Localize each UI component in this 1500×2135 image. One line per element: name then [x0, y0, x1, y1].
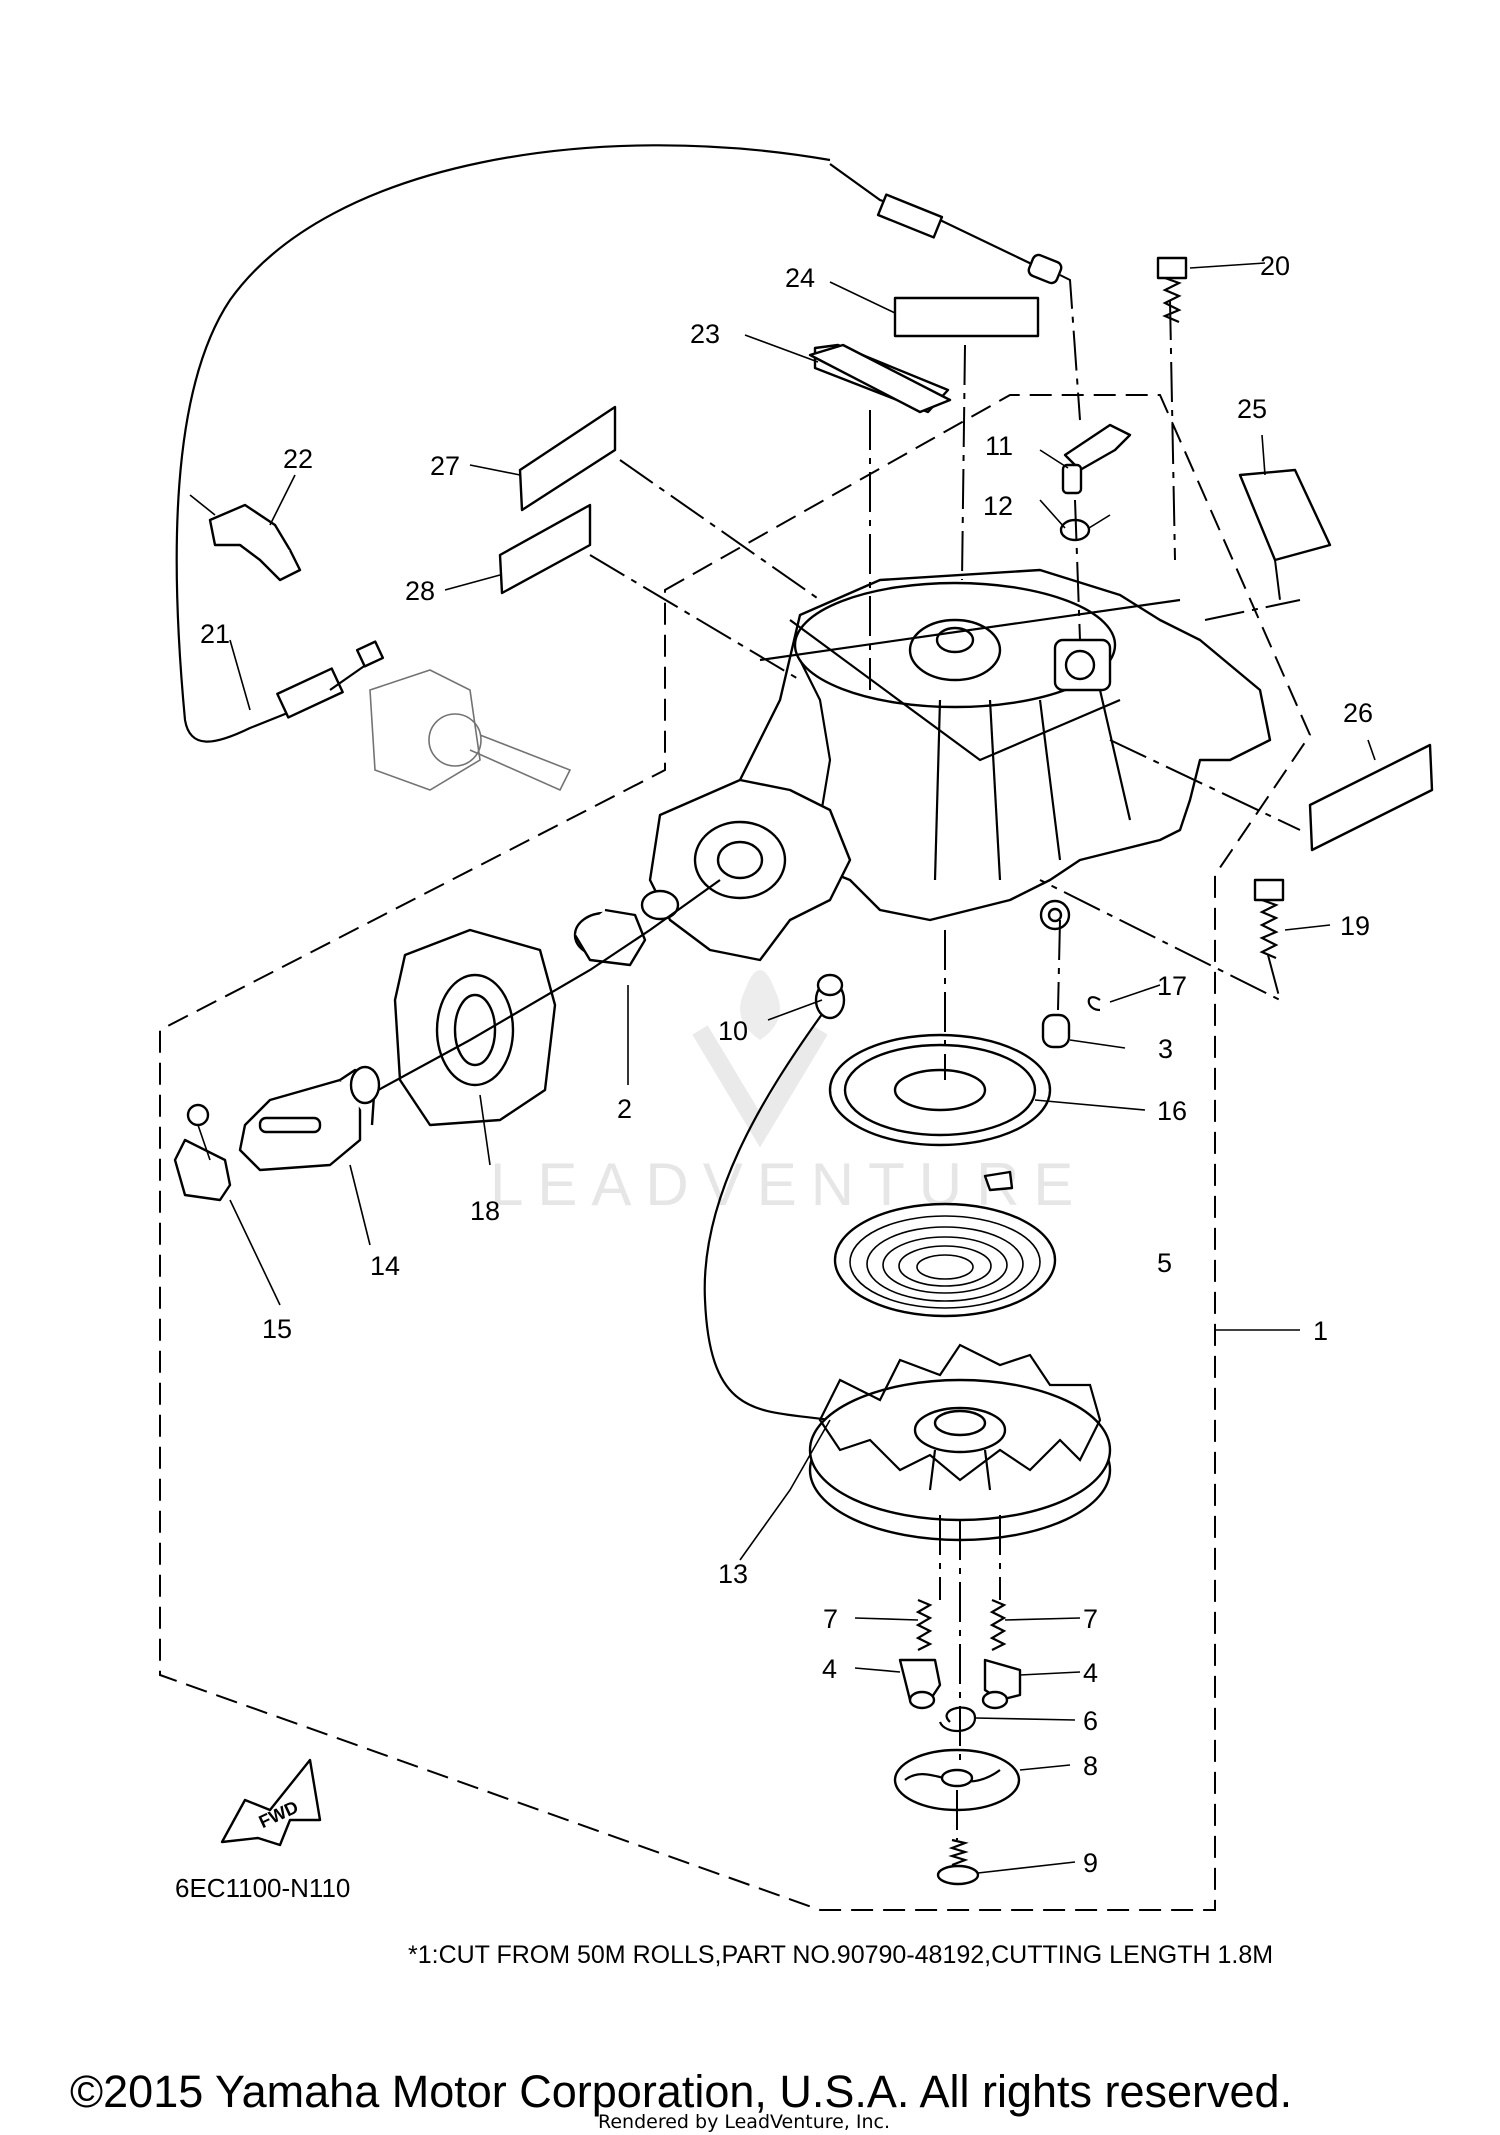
part-7-spring-left — [915, 1598, 933, 1651]
part-1-starter-housing — [738, 568, 1272, 931]
callout-5: 5 — [1157, 1248, 1172, 1278]
throttle-link-phantom — [369, 669, 572, 792]
callout-14: 14 — [370, 1251, 400, 1281]
callout-10: 10 — [718, 1016, 748, 1046]
part-13-pulley — [808, 1343, 1112, 1542]
callout-6: 6 — [1083, 1706, 1098, 1736]
decal-24 — [893, 296, 1040, 338]
part-21-cable-end — [276, 640, 385, 719]
callout-4-right: 4 — [1083, 1658, 1098, 1688]
callout-2: 2 — [617, 1094, 632, 1124]
watermark-logo — [692, 970, 828, 1148]
part-4-pawl-right — [981, 1658, 1022, 1710]
callout-21: 21 — [200, 619, 230, 649]
callout-13: 13 — [718, 1559, 748, 1589]
decal-25 — [1238, 468, 1332, 562]
callout-19: 19 — [1340, 911, 1370, 941]
callout-20: 20 — [1260, 251, 1290, 281]
part-3-collar — [1041, 1013, 1071, 1049]
part-7-spring-right — [989, 1598, 1007, 1651]
callout-16: 16 — [1157, 1096, 1187, 1126]
callout-8: 8 — [1083, 1751, 1098, 1781]
decal-27 — [518, 405, 617, 512]
callout-25: 25 — [1237, 394, 1267, 424]
callout-labels: 1 2 3 4 4 5 6 7 7 8 9 10 11 12 13 14 15 … — [200, 251, 1373, 1878]
part-11-lever — [1061, 423, 1132, 495]
rendered-by-credit: Rendered by LeadVenture, Inc. — [598, 2111, 890, 2133]
callout-26: 26 — [1343, 698, 1373, 728]
callout-9: 9 — [1083, 1848, 1098, 1878]
decal-28 — [498, 503, 592, 595]
starter-rope-straight — [359, 879, 721, 1101]
part-18-grommet — [393, 928, 557, 1127]
callout-24: 24 — [785, 263, 815, 293]
callout-27: 27 — [430, 451, 460, 481]
part-13-rope — [703, 1009, 831, 1422]
callout-22: 22 — [283, 444, 313, 474]
fwd-arrow-icon: FWD — [220, 1758, 322, 1847]
copyright-notice: ©2015 Yamaha Motor Corporation, U.S.A. A… — [70, 2066, 1292, 2117]
part-22-clip — [189, 494, 302, 582]
assembly-outline — [159, 394, 1312, 1911]
footnote: *1:CUT FROM 50M ROLLS,PART NO.90790-4819… — [408, 1941, 1273, 1969]
callout-23: 23 — [690, 319, 720, 349]
part-4-pawl-left — [898, 1658, 942, 1710]
part-14-starter-handle — [238, 1065, 381, 1172]
callout-3: 3 — [1158, 1034, 1173, 1064]
part-8-drive-plate — [893, 1748, 1021, 1812]
diagram-code: 6EC1100-N110 — [175, 1873, 350, 1903]
part-16-spring-plate — [828, 1033, 1052, 1147]
callout-7-left: 7 — [823, 1604, 838, 1634]
callout-4-left: 4 — [822, 1654, 837, 1684]
cable-routing — [175, 144, 1081, 743]
callout-28: 28 — [405, 576, 435, 606]
assembly-lines — [589, 299, 1301, 1840]
callout-17: 17 — [1157, 971, 1187, 1001]
callout-11: 11 — [985, 431, 1013, 461]
callout-12: 12 — [983, 491, 1013, 521]
decal-26 — [1308, 743, 1434, 852]
part-2-rope-guide — [573, 889, 680, 967]
rope-guide-bracket — [648, 778, 852, 962]
part-12-spring — [1059, 514, 1111, 542]
callout-15: 15 — [262, 1314, 292, 1344]
part-6-circlip — [938, 1706, 977, 1732]
decal-23 — [808, 343, 952, 414]
callout-7-right: 7 — [1083, 1604, 1098, 1634]
part-5-spiral-spring — [833, 1170, 1057, 1318]
part-15-handle-clip — [173, 1103, 232, 1202]
callout-18: 18 — [470, 1196, 500, 1226]
callout-1: 1 — [1313, 1316, 1328, 1346]
part-17-clip — [1087, 996, 1101, 1012]
leader-lines — [229, 262, 1376, 1874]
part-10-rope-knot — [814, 973, 846, 1020]
part-9-bolt — [936, 1838, 980, 1886]
part-19-bolt — [1253, 878, 1285, 960]
part-20-bolt — [1156, 256, 1188, 324]
